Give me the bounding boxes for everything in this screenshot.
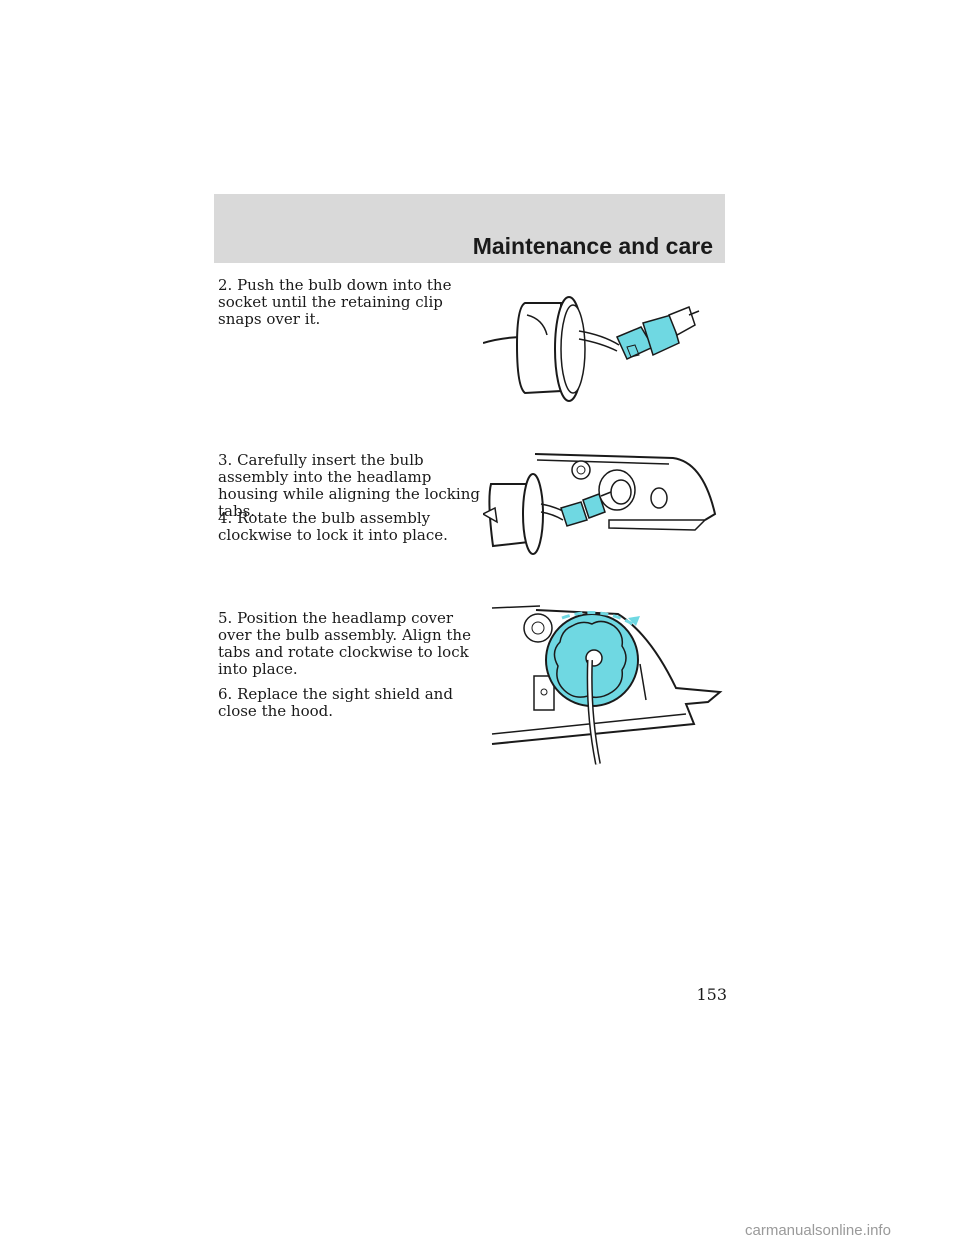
step-4-text: 4. Rotate the bulb assembly clockwise to… <box>218 509 448 544</box>
headlamp-housing-illustration <box>483 450 723 560</box>
headlamp-cover-drawing <box>491 605 723 765</box>
watermark-text: carmanualsonline.info <box>745 1222 891 1239</box>
bulb-socket-drawing <box>483 296 700 402</box>
section-title: Maintenance and care <box>472 233 713 259</box>
step-2-text: 2. Push the bulb down into the socket un… <box>218 276 452 328</box>
step-6-text: 6. Replace the sight shield and close th… <box>218 685 453 720</box>
page-number: 153 <box>696 985 727 1004</box>
headlamp-housing-drawing <box>483 453 717 555</box>
step-5-text: 5. Position the headlamp cover over the … <box>218 609 471 678</box>
section-header: Maintenance and care <box>214 194 725 263</box>
headlamp-cover-illustration <box>490 604 725 766</box>
step-3-text: 3. Carefully insert the bulb assembly in… <box>218 451 480 520</box>
bulb-socket-illustration <box>483 285 713 405</box>
